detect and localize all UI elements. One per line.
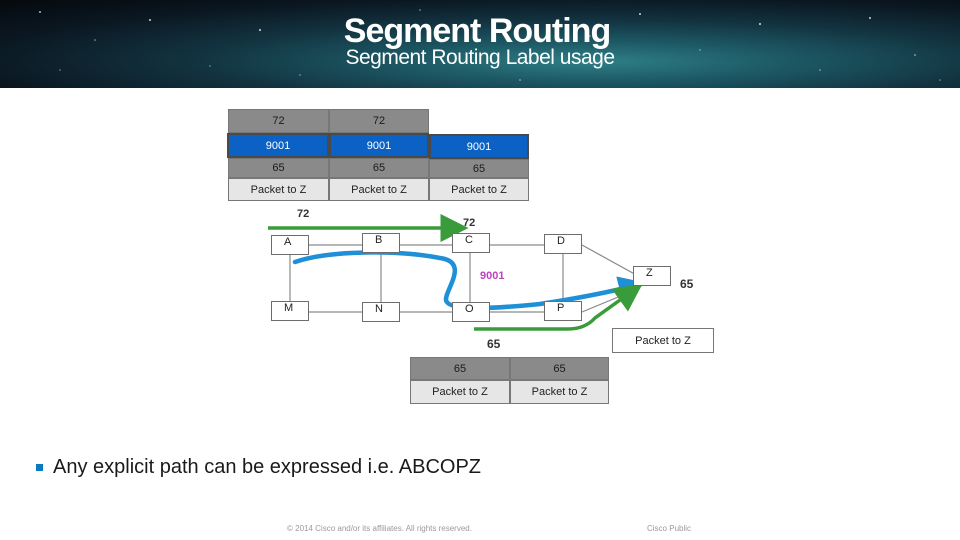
label-65: 65 [329, 158, 429, 178]
packet-to-z: Packet to Z [329, 178, 429, 201]
label-9001: 9001 [329, 133, 429, 158]
explicit-path-line [292, 250, 646, 311]
bullet-square-icon [36, 464, 43, 471]
node-o: O [452, 302, 490, 322]
slide-subtitle: Segment Routing Label usage [345, 46, 615, 69]
label-65: 65 [410, 357, 510, 380]
label-72-top-right: 72 [463, 217, 476, 229]
link-d-z [581, 244, 641, 278]
topology-links [289, 244, 641, 313]
node-m: M [271, 301, 309, 321]
title-banner: Segment Routing Segment Routing Label us… [0, 0, 960, 88]
label-72-top-left: 72 [297, 208, 310, 220]
node-n: N [362, 302, 400, 322]
label-9001: 9001 [227, 133, 329, 158]
node-d: D [544, 234, 582, 254]
packet-to-z: Packet to Z [410, 380, 510, 404]
label-9001: 9001 [429, 134, 529, 159]
footer-classification: Cisco Public [647, 524, 692, 533]
label-65: 65 [429, 159, 529, 178]
node-p: P [544, 301, 582, 321]
bullet-text: Any explicit path can be expressed i.e. … [53, 456, 481, 478]
label-72: 72 [329, 109, 429, 133]
starfield-background [39, 9, 941, 81]
packet-to-z: Packet to Z [429, 178, 529, 201]
label-65: 65 [510, 357, 609, 380]
footer-copyright: © 2014 Cisco and/or its affiliates. All … [287, 524, 472, 533]
slide-title: Segment Routing [343, 12, 611, 50]
segment-65-arrow [474, 283, 643, 331]
node-b: B [362, 233, 400, 253]
label-65: 65 [228, 158, 329, 178]
packet-to-z: Packet to Z [510, 380, 609, 404]
node-a: A [271, 235, 309, 255]
node-c: C [452, 233, 490, 253]
node-z: Z [633, 266, 671, 286]
label-9001-sid: 9001 [480, 270, 505, 282]
z-packet: Packet to Z [612, 328, 714, 353]
label-65-bottom: 65 [487, 337, 501, 351]
label-65-z: 65 [680, 277, 694, 291]
packet-to-z: Packet to Z [228, 178, 329, 201]
bullet-point: Any explicit path can be expressed i.e. … [36, 456, 481, 479]
label-72: 72 [228, 109, 329, 133]
